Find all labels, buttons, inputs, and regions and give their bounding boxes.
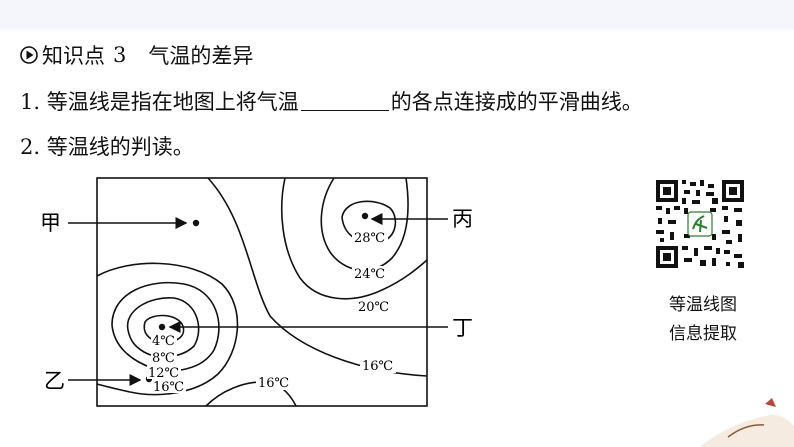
- isotherm-20: [280, 177, 428, 300]
- label-jia: 甲: [40, 211, 61, 235]
- value-20: 20℃: [358, 300, 389, 315]
- value-16-left: 16℃: [153, 380, 184, 395]
- question-1: 1. 等温线是指在地图上将气温 的各点连接成的平滑曲线。: [20, 86, 643, 116]
- value-12: 12℃: [148, 366, 179, 381]
- play-circle-icon: [20, 46, 38, 64]
- value-4: 4℃: [152, 334, 175, 349]
- label-ding: 丁: [452, 316, 473, 340]
- value-24: 24℃: [354, 267, 385, 282]
- section-number: 3: [113, 43, 127, 67]
- section-heading: 知识点 3 气温的差异: [20, 40, 253, 70]
- section-prefix: 知识点: [42, 44, 105, 68]
- point-bing: [361, 212, 369, 220]
- qr-caption-line2: 信息提取: [669, 324, 737, 344]
- point-jia: [192, 219, 200, 227]
- qr-caption: 等温线图 信息提取: [648, 291, 758, 349]
- isotherm-16-left: [96, 262, 239, 396]
- isotherm-12: [111, 281, 220, 372]
- fill-in-blank[interactable]: [300, 90, 389, 111]
- value-16-bottom: 16℃: [258, 376, 289, 391]
- question-2: 2. 等温线的判读。: [20, 135, 194, 159]
- qr-caption-line1: 等温线图: [669, 295, 737, 315]
- value-16-right: 16℃: [362, 359, 393, 374]
- point-ding: [158, 323, 166, 331]
- question-1-after: 的各点连接成的平滑曲线。: [390, 90, 643, 114]
- question-1-before: 1. 等温线是指在地图上将气温: [20, 90, 299, 114]
- qr-code[interactable]: [654, 178, 746, 270]
- isotherm-4: [143, 314, 185, 344]
- label-yi: 乙: [44, 369, 65, 393]
- section-title: 气温的差异: [148, 44, 254, 68]
- value-28: 28℃: [354, 231, 385, 246]
- map-frame: [96, 177, 428, 407]
- top-band: [0, 0, 794, 30]
- isotherm-8: [126, 297, 200, 358]
- value-8: 8℃: [152, 351, 175, 366]
- label-bing: 丙: [452, 207, 473, 231]
